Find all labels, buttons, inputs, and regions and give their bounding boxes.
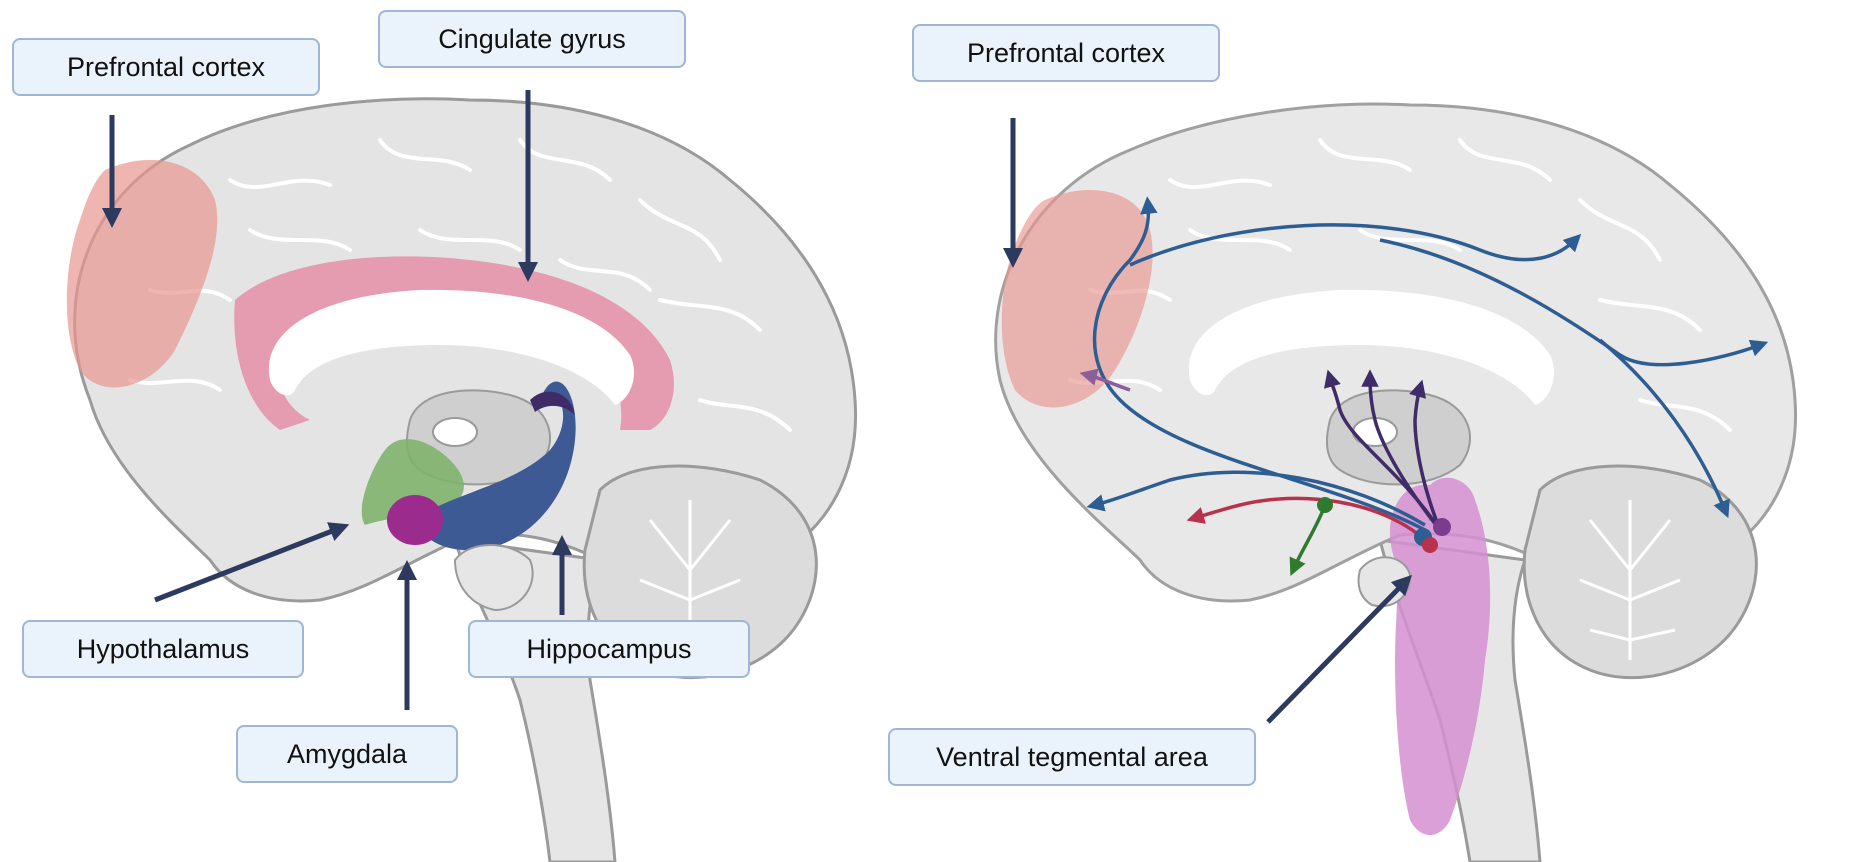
pathway-frontal-base: [1086, 470, 1426, 527]
left-cingulate-gyrus: [234, 256, 674, 430]
left-fornix: [530, 391, 575, 415]
node-red: [1422, 537, 1438, 553]
left-hypothalamus: [361, 439, 464, 525]
left-amygdala: [387, 495, 443, 545]
left-cerebellum-folia: [639, 500, 741, 660]
node-green: [1317, 497, 1333, 513]
pathway-purple-branch-2: [1323, 369, 1442, 531]
pathway-purple-branch-3: [1409, 379, 1442, 531]
right-vta: [1389, 477, 1491, 835]
right-corpus-callosum: [1188, 289, 1555, 405]
node-purple: [1433, 518, 1451, 536]
right-pathways: [1079, 196, 1769, 576]
right-cerebellum: [1522, 464, 1758, 680]
right-prefrontal-region: [1001, 190, 1153, 408]
right-pathway-nodes: [1317, 497, 1451, 553]
pathway-mesocortical-descend: [1598, 338, 1730, 519]
label-hippocampus: Hippocampus: [468, 620, 750, 678]
arrow-hypothalamus: [154, 522, 350, 603]
label-cingulate-gyrus: Cingulate gyrus: [378, 10, 686, 68]
label-prefrontal-cortex-left: Prefrontal cortex: [12, 38, 320, 96]
pathway-mesocortical-front: [1092, 196, 1426, 532]
label-ventral-tegmental-area: Ventral tegmental area: [888, 728, 1256, 786]
pathway-mesolimbic-red: [1186, 496, 1427, 542]
left-corpus-callosum: [268, 289, 635, 405]
left-arrows: [102, 90, 572, 710]
arrow-vta: [1266, 574, 1412, 724]
right-thalamus: [1326, 389, 1471, 486]
left-thalamus-nucleus: [432, 417, 478, 447]
pathway-mesocortical-top: [1129, 223, 1582, 267]
label-prefrontal-cortex-right: Prefrontal cortex: [912, 24, 1220, 82]
label-hypothalamus: Hypothalamus: [22, 620, 304, 678]
left-hippocampus: [425, 381, 576, 551]
pathway-prefrontal-mauve: [1079, 368, 1131, 392]
right-cerebellum-folia: [1579, 500, 1681, 660]
left-brain: [66, 97, 858, 862]
right-arrows: [1003, 118, 1412, 724]
label-amygdala: Amygdala: [236, 725, 458, 783]
left-pons: [453, 544, 534, 612]
